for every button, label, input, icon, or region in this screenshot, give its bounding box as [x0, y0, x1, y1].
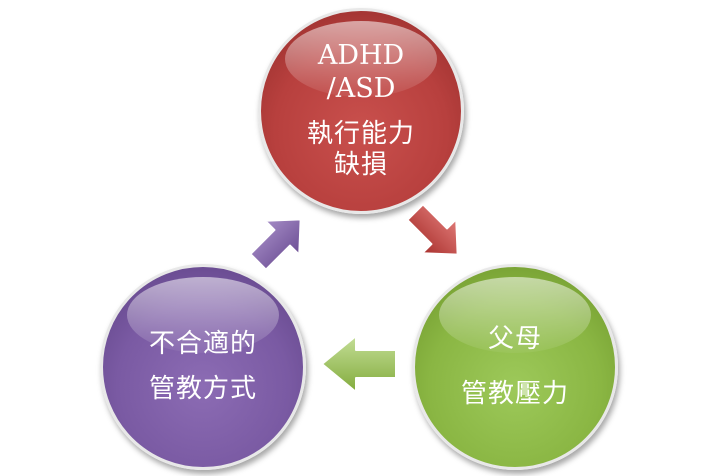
- arrow-left-to-top: [249, 218, 302, 271]
- node-left-line-2: 管教方式: [148, 374, 257, 404]
- node-adhd-executive-function: ADHD /ASD 執行能力 缺損: [258, 8, 464, 214]
- node-top-line-3: 執行能力: [306, 119, 415, 150]
- arrow-right-to-left: [321, 335, 397, 393]
- node-top-line-1: ADHD: [317, 40, 405, 72]
- node-right-line-2: 管教壓力: [460, 379, 569, 409]
- node-right-line-1: 父母: [487, 323, 542, 354]
- node-parenting-stress: 父母 管教壓力: [412, 264, 618, 470]
- arrow-top-to-right: [406, 203, 459, 256]
- node-inappropriate-parenting: 不合適的 管教方式: [100, 264, 306, 470]
- node-top-line-2: /ASD: [326, 72, 396, 104]
- node-top-line-4: 缺損: [333, 150, 388, 181]
- node-left-line-1: 不合適的: [148, 328, 257, 359]
